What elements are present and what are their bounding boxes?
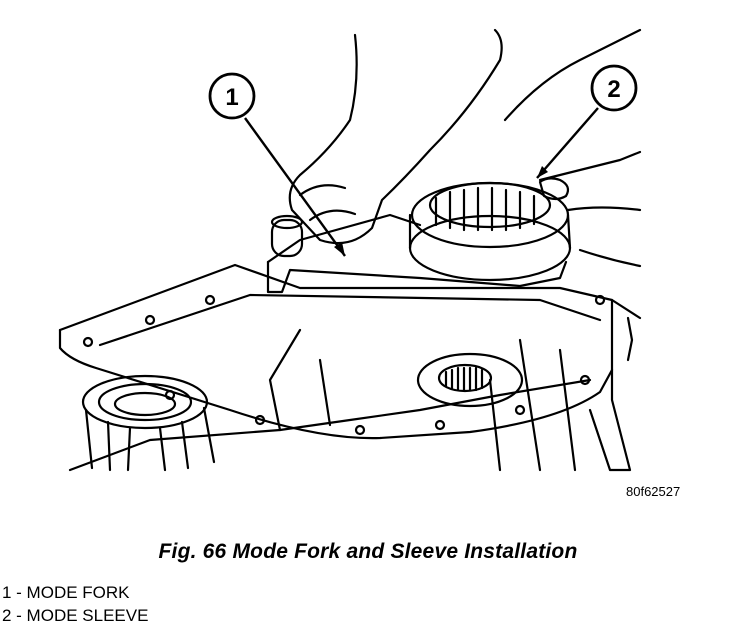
callout-2: 2 [590,64,638,112]
leader-line-2 [536,107,599,179]
figure-caption: Fig. 66 Mode Fork and Sleeve Installatio… [158,540,578,563]
legend: 1 - MODE FORK 2 - MODE SLEEVE [2,581,148,627]
leader-arrow-1 [334,242,345,256]
case-top-edge [58,263,642,332]
callout-2-number: 2 [607,76,620,103]
output-shaft [416,352,524,408]
callout-1: 1 [208,72,256,120]
leader-arrow-2 [537,166,548,178]
hands [288,28,642,268]
bolt-holes [82,294,606,436]
mode-sleeve [408,181,572,282]
case-flange [58,328,614,440]
case-right-side [588,298,632,472]
callout-1-number: 1 [225,84,238,111]
transfer-case-illustration: 1 2 [58,28,642,472]
bearing-seal [81,374,216,472]
legend-item-2: 2 - MODE SLEEVE [2,606,149,625]
leader-line-1 [244,117,346,257]
figure-id: 80f62527 [626,484,681,499]
legend-item-1: 1 - MODE FORK [2,583,130,602]
